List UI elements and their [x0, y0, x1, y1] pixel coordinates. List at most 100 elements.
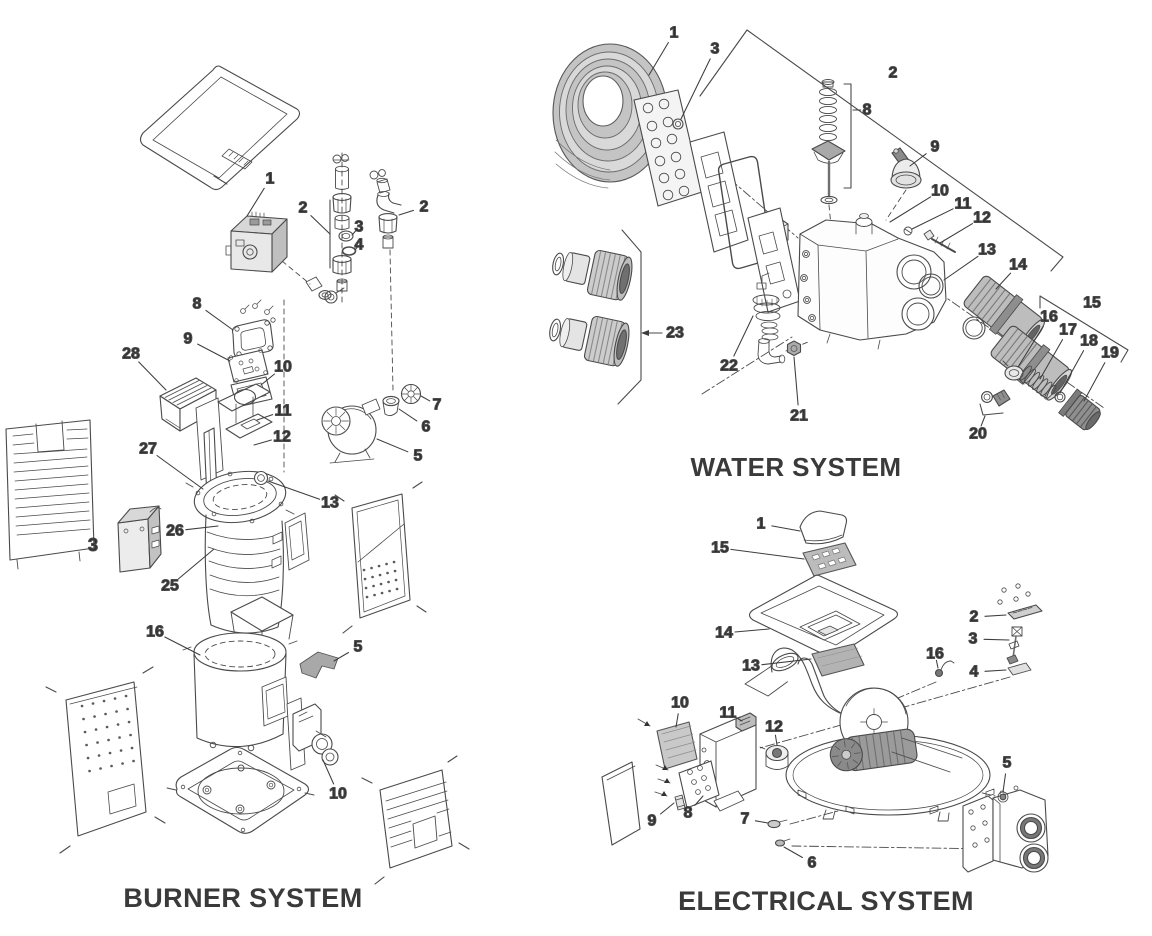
callout-burner-28: 28	[122, 346, 140, 363]
base-pan	[166, 746, 315, 834]
callout-water-2: 2	[889, 65, 898, 82]
leader-water-21	[793, 356, 799, 406]
leader-electrical-13	[761, 658, 812, 666]
ignition-module	[117, 505, 162, 573]
leader-electrical-5	[1002, 773, 1007, 793]
callout-electrical-5: 5	[1003, 755, 1012, 772]
burner-tube	[204, 512, 310, 634]
manifold-gasket-stack	[689, 131, 801, 313]
flue-bracket	[299, 651, 339, 679]
leader-burner-27	[156, 454, 204, 490]
leader-water-14	[995, 272, 1012, 290]
leader-electrical-12	[774, 734, 778, 746]
leader-water-12	[939, 223, 974, 244]
leader-water-20	[980, 415, 986, 427]
callout-burner-25: 25	[161, 578, 179, 595]
leader-burner-8	[205, 309, 234, 331]
heater-top-lid	[748, 574, 899, 658]
callout-water-12: 12	[973, 210, 991, 227]
callout-electrical-9: 9	[648, 813, 657, 830]
leader-electrical-14	[734, 628, 770, 633]
callout-electrical-13: 13	[742, 658, 760, 675]
drain-plug-21	[786, 340, 802, 357]
leader-burner-1	[246, 187, 265, 217]
control-board	[637, 718, 698, 770]
callout-electrical-15: 15	[711, 540, 729, 557]
bracket-8	[843, 83, 852, 189]
callout-burner-26: 26	[166, 523, 184, 540]
callout-electrical-11: 11	[720, 705, 737, 722]
control-cover	[799, 510, 848, 545]
outlet-manifold	[962, 785, 1049, 873]
blower-flue-assembly	[744, 647, 995, 822]
igniter-7	[767, 819, 788, 829]
callout-water-16: 16	[1040, 309, 1058, 326]
wire-16	[934, 668, 944, 678]
leader-electrical-15	[730, 548, 805, 560]
screw-11	[903, 226, 913, 236]
leader-water-16	[1017, 325, 1044, 368]
leader-burner-16	[164, 636, 201, 656]
leader-burner-5	[376, 438, 409, 453]
callout-water-3: 3	[711, 41, 720, 58]
leader-burner-11	[256, 414, 274, 421]
callout-water-8: 8	[863, 102, 872, 119]
o-ring-13	[918, 273, 944, 299]
callout-burner-9: 9	[184, 331, 193, 348]
callout-water-15: 15	[1083, 295, 1101, 312]
pressure-switch-9	[890, 147, 922, 189]
callout-burner-16: 16	[146, 624, 164, 641]
callout-electrical-10: 10	[671, 695, 689, 712]
leader-electrical-3	[983, 638, 1010, 641]
leader-burner-25	[177, 548, 215, 580]
burner-system-title: BURNER SYSTEM	[123, 883, 363, 913]
pilot-assembly	[286, 697, 339, 771]
burner-top-lid	[139, 65, 301, 191]
leader-burner-2	[398, 209, 415, 216]
callout-electrical-4: 4	[970, 664, 979, 681]
leader-water-17	[1039, 339, 1064, 380]
callout-burner-5: 5	[354, 639, 363, 656]
callout-electrical-1: 1	[757, 516, 766, 533]
leader-burner-4	[354, 246, 358, 251]
bolt-12	[923, 229, 956, 253]
callout-burner-10: 10	[274, 359, 292, 376]
connector-11	[735, 712, 757, 732]
callout-burner-13: 13	[321, 495, 339, 512]
leader-electrical-1	[771, 525, 801, 532]
leader-electrical-10	[675, 713, 679, 728]
gas-valve	[225, 211, 288, 273]
threaded-adapter-14a	[963, 275, 1046, 351]
callout-water-19: 19	[1101, 345, 1119, 362]
callout-electrical-16: 16	[926, 646, 944, 663]
callout-water-10: 10	[931, 183, 949, 200]
callout-water-21: 21	[790, 408, 808, 425]
leader-electrical-11	[733, 716, 743, 722]
burner-head	[185, 470, 295, 524]
terminal-board	[654, 760, 720, 811]
leader-burner-7	[420, 395, 431, 402]
leader-burner-3	[351, 230, 357, 236]
leader-electrical-6	[783, 846, 803, 859]
lower-left-panel	[45, 666, 166, 854]
leader-water-1	[648, 41, 669, 76]
callout-burner-2: 2	[420, 199, 429, 216]
callout-burner-6: 6	[422, 419, 431, 436]
leader-electrical-16	[935, 659, 939, 669]
sensor-6	[774, 838, 791, 847]
finned-disc-7	[400, 383, 422, 405]
transformer	[759, 744, 789, 770]
callout-burner-12: 12	[273, 429, 291, 446]
callout-burner-8: 8	[193, 296, 202, 313]
callout-burner-10: 10	[329, 786, 347, 803]
callout-burner-5: 5	[414, 448, 423, 465]
callout-electrical-6: 6	[808, 855, 817, 872]
callout-water-13: 13	[978, 242, 996, 259]
leader-water-3	[680, 58, 711, 120]
water-system-title: WATER SYSTEM	[690, 452, 902, 482]
